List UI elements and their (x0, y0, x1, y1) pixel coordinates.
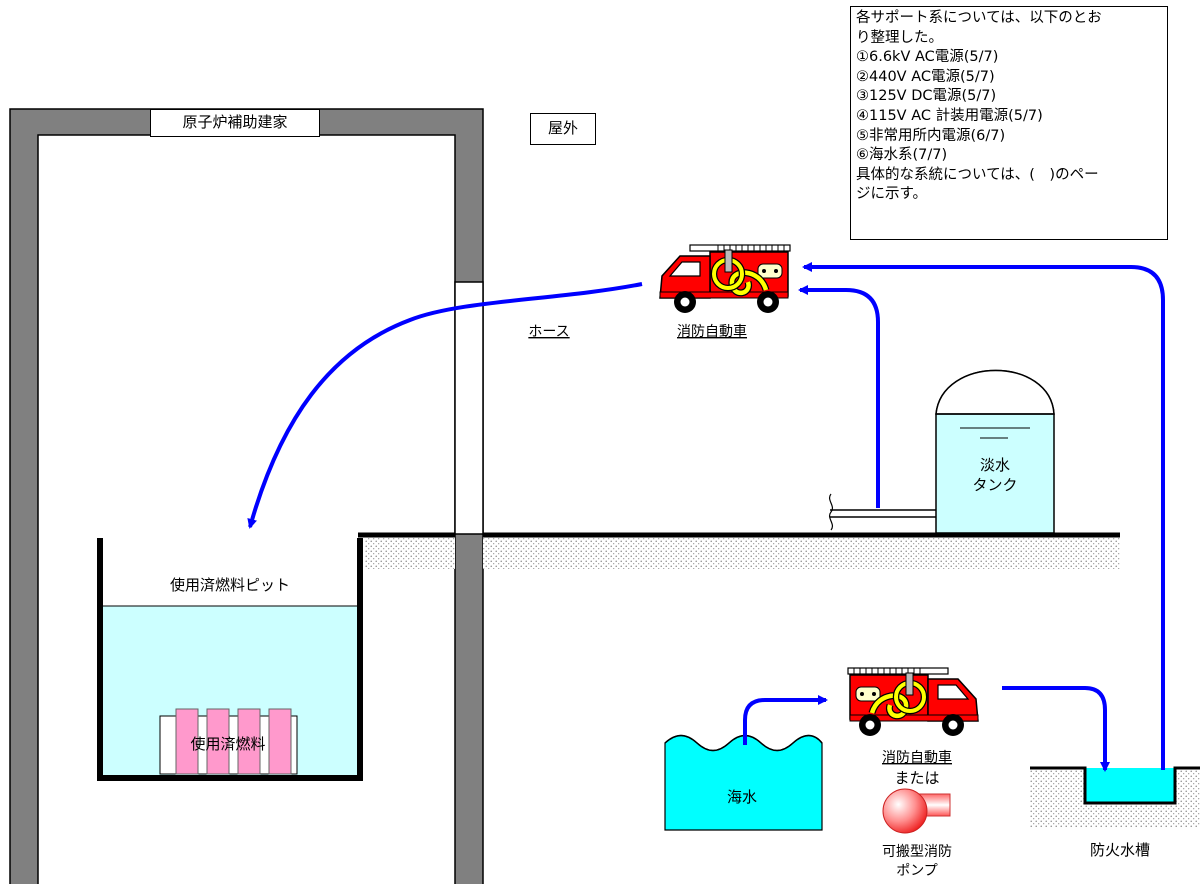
or-label: または (894, 769, 939, 787)
note-line: ③125V DC電源(5/7) (856, 88, 997, 105)
support-systems-note: 各サポート系については、以下のとお り整理した。 ①6.6kV AC電源(5/7… (850, 6, 1168, 240)
note-line: 各サポート系については、以下のとお (856, 10, 1102, 26)
spent-fuel-pit (97, 538, 363, 781)
hose-label: ホース (528, 324, 569, 340)
tank-to-truck-line (798, 285, 880, 508)
fire-cistern (1030, 766, 1200, 805)
note-line: 具体的な系統については、( )のペー (856, 166, 1099, 183)
hose-to-pit-line (247, 282, 643, 529)
fresh-water-tank-label-1: 淡水 (980, 456, 1010, 474)
building-label: 原子炉補助建家 (150, 109, 320, 137)
fire-cistern-label: 防火水槽 (1090, 841, 1150, 859)
sea-water-label: 海水 (727, 788, 757, 806)
cistern-to-truck-line (802, 262, 1165, 770)
ground-hatch-right (483, 537, 1120, 569)
sea-to-truck-line (743, 695, 828, 745)
note-line: ②440V AC電源(5/7) (856, 68, 995, 85)
fire-truck-icon (660, 245, 790, 313)
tank-outlet-pipe (828, 493, 936, 531)
portable-pump-icon (882, 788, 951, 834)
note-line: り整理した。 (856, 29, 943, 46)
portable-pump-label-2: ポンプ (896, 863, 938, 879)
fire-truck-bottom-label: 消防自動車 (882, 749, 952, 766)
note-line: ⑤非常用所内電源(6/7) (856, 127, 1006, 144)
truck-to-cistern-line (1002, 686, 1110, 772)
fire-truck-top-label: 消防自動車 (677, 323, 747, 340)
fire-truck-icon (848, 668, 978, 736)
wall-penetration (454, 281, 484, 535)
note-line: ①6.6kV AC電源(5/7) (856, 49, 999, 66)
fresh-water-tank-label-2: タンク (972, 476, 1017, 494)
note-line: ジに示す。 (856, 186, 928, 203)
portable-pump-label-1: 可搬型消防 (882, 844, 952, 860)
sea-water (664, 734, 823, 831)
flow-lines (247, 262, 1165, 772)
spent-fuel-assemblies (175, 708, 292, 775)
note-line: ④115V AC 計装用電源(5/7) (856, 107, 1043, 124)
spent-fuel-label: 使用済燃料 (190, 735, 265, 753)
spent-fuel-pit-label: 使用済燃料ピット (170, 576, 290, 594)
fire-cistern-water (1085, 768, 1175, 803)
ground-hatch-left (365, 537, 455, 569)
note-line: ⑥海水系(7/7) (856, 147, 948, 164)
outdoor-label: 屋外 (530, 113, 596, 145)
